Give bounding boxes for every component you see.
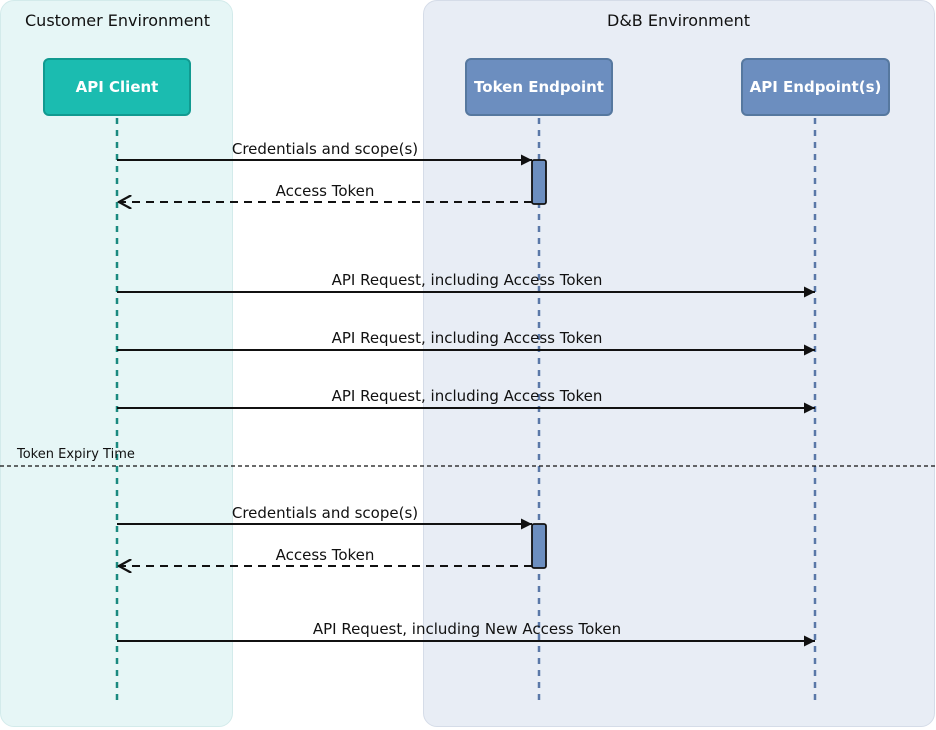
customer-environment-title: Customer Environment bbox=[25, 11, 210, 30]
dnb-environment-title: D&B Environment bbox=[607, 11, 751, 30]
access-token-label-1: Access Token bbox=[276, 182, 375, 200]
dnb-environment-zone: D&B Environment bbox=[423, 0, 935, 727]
api-request-label-1: API Request, including Access Token bbox=[332, 271, 603, 289]
api-client-participant: API Client bbox=[43, 58, 191, 116]
access-token-label-2: Access Token bbox=[276, 546, 375, 564]
token-activation-bar-1 bbox=[531, 159, 547, 205]
credentials-label-2: Credentials and scope(s) bbox=[232, 504, 418, 522]
api-endpoint-participant: API Endpoint(s) bbox=[741, 58, 890, 116]
api-request-new-token-label: API Request, including New Access Token bbox=[313, 620, 621, 638]
credentials-label-1: Credentials and scope(s) bbox=[232, 140, 418, 158]
token-endpoint-participant: Token Endpoint bbox=[465, 58, 613, 116]
api-request-label-2: API Request, including Access Token bbox=[332, 329, 603, 347]
token-activation-bar-2 bbox=[531, 523, 547, 569]
token-expiry-label: Token Expiry Time bbox=[16, 447, 135, 462]
api-request-label-3: API Request, including Access Token bbox=[332, 387, 603, 405]
